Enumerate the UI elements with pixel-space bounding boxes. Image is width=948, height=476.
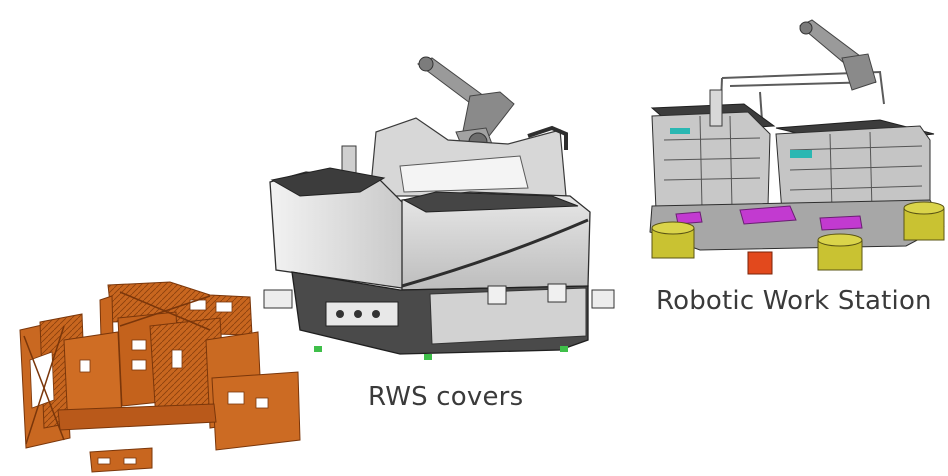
frame-panel <box>211 371 301 451</box>
cover-window <box>399 155 529 193</box>
station-yellow-drums <box>651 201 945 271</box>
rws-covers-illustration <box>263 56 615 360</box>
station-body-left <box>651 111 771 211</box>
station-base <box>649 199 945 251</box>
station-red-block <box>747 251 773 275</box>
station-details <box>663 115 923 211</box>
frame-panel <box>57 403 217 431</box>
cover-feet <box>314 346 568 360</box>
frame-braces <box>23 291 211 445</box>
caption-robotic-work-station: Robotic Work Station <box>656 286 932 316</box>
exploded-frame-illustration <box>19 281 301 473</box>
robotic-work-station-illustration <box>649 19 945 275</box>
station-body-right <box>775 125 931 213</box>
caption-rws-covers: RWS covers <box>368 382 524 412</box>
frame-panel <box>89 447 153 473</box>
